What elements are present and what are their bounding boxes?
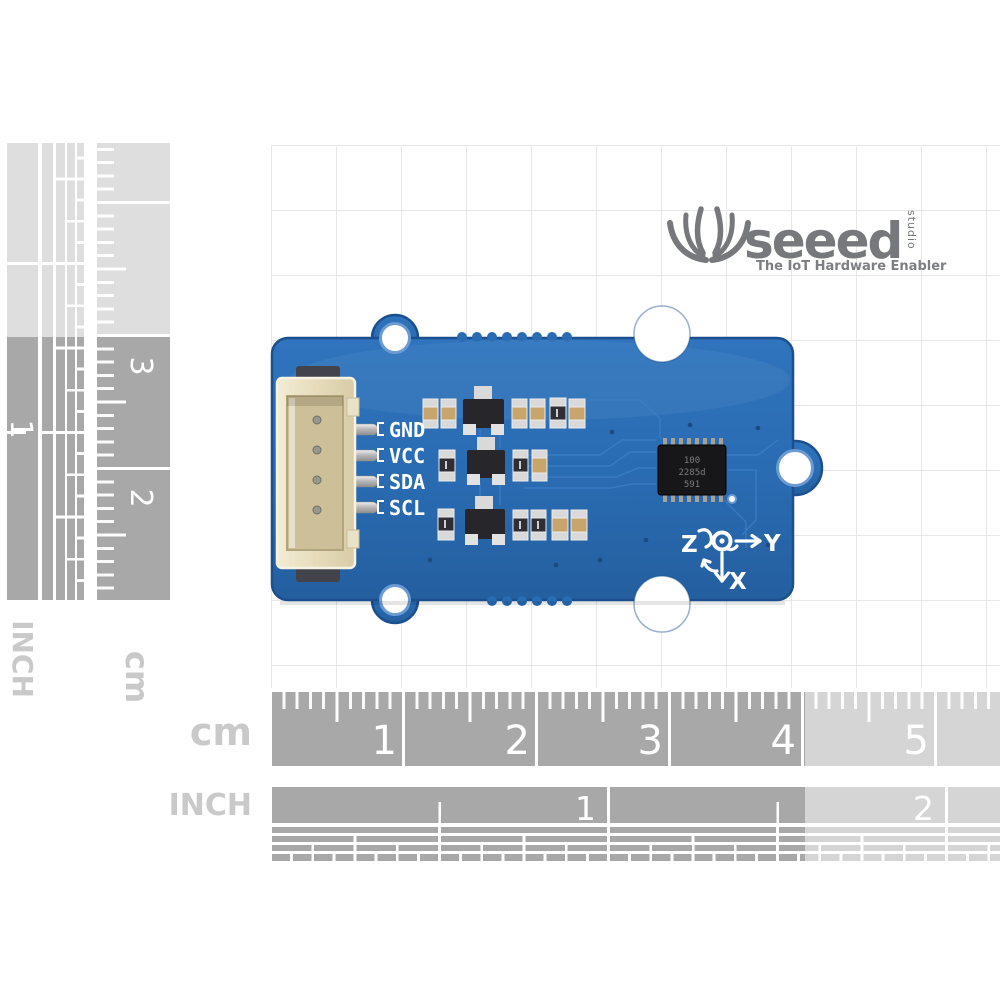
via-hole [727,494,737,504]
left-cm-ruler-bar: 1 2 3 [97,143,170,639]
mounting-hole-top [379,322,411,354]
bottom-cm-ruler-bar: 1 2 3 4 5 [272,692,1000,766]
left-inch-eighths-column [67,143,75,600]
grove-connector [275,366,379,582]
pcb-vias [427,422,771,568]
inch-eighths-row [272,845,1000,851]
logo-studio-text: studio [905,210,918,250]
pcb-board: 100 2285d 591 [270,305,824,633]
left-inch-half-tick [7,431,26,434]
bottom-inch-unit-label: INCH [168,788,252,823]
chip-marking-line: 2285d [678,468,705,478]
pin-label-vcc: VCC [389,444,425,468]
cm-number: 1 [371,718,397,764]
smd-components [422,397,588,541]
inch-halves-row [272,827,1000,833]
chip-marking-line: 591 [684,480,700,490]
pin-label-scl: SCL [389,496,425,520]
edge-notch-top [633,305,691,363]
bottom-cm-unit-label: cm [189,710,252,754]
inch-sixteenths-row [272,854,1000,861]
pcb-traces [479,399,779,548]
sot23-transistors [463,386,505,545]
left-inch-ruler-bar: 1 [3,143,38,600]
silkscreen-pin-labels: GND VCC SDA SCL [377,418,425,520]
pin-label-gnd: GND [389,418,425,442]
panel-scallops [457,332,572,606]
chip-marking-line: 100 [684,456,700,466]
cm-number: 4 [770,718,796,764]
mounting-hole-bottom [379,584,411,616]
inch-quarters-row [272,836,1000,842]
axis-y-label: Y [763,531,781,557]
bottom-inch-ruler-bar: 1 2 [272,787,1000,828]
cm-number: 3 [637,718,663,764]
axis-z-label: Z [681,532,698,558]
connector-pins [349,423,379,514]
edge-notch-bottom [633,575,691,633]
logo-tagline: The IoT Hardware Enabler [756,259,947,274]
cm-number: 5 [903,718,929,764]
ic-chip: 100 2285d 591 [657,438,737,504]
axis-indicator: Z Y X [681,528,781,595]
seeed-logo: seeed studio The IoT Hardware Enabler [667,206,947,274]
left-inch-halves-column [42,143,53,600]
left-inch-quarters-column [56,143,65,600]
logo-icon [667,206,751,263]
pin-label-sda: SDA [389,470,425,494]
cm-number: 2 [504,718,530,764]
mounting-hole-right [776,449,814,487]
logo-wordmark: seeed [744,212,901,270]
connector-contacts [312,415,322,515]
left-inch-sixteenths-column [77,143,84,600]
axis-x-label: X [729,569,747,595]
